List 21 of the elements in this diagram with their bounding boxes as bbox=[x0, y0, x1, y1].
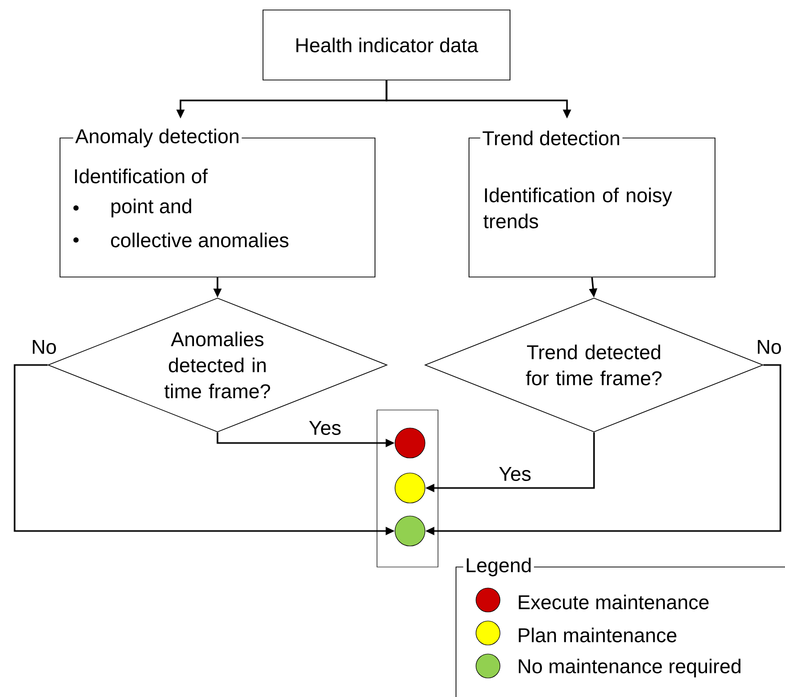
box-heading: Anomaly detection bbox=[73, 126, 242, 150]
legend-text: Execute maintenance bbox=[518, 594, 709, 610]
edge-label: Yes bbox=[308, 420, 342, 436]
signal-housing bbox=[376, 410, 438, 568]
box-text: Identification of noisy trends bbox=[484, 188, 672, 228]
edge-label: No bbox=[30, 339, 58, 355]
bullet-item: collective anomalies bbox=[73, 232, 288, 248]
decision-text: Trend detected for time frame? bbox=[526, 344, 662, 386]
edge-label: Yes bbox=[498, 466, 532, 482]
process-box: Health indicator data bbox=[262, 10, 510, 80]
decision-text: Anomalies detected in time frame? bbox=[164, 332, 270, 398]
legend-text: Plan maintenance bbox=[518, 628, 676, 642]
bullet-item: point and bbox=[73, 198, 192, 218]
signal-light bbox=[394, 428, 426, 458]
box-heading: Trend detection bbox=[480, 128, 622, 148]
edge-label: No bbox=[755, 339, 783, 355]
box-text: Identification of bbox=[75, 168, 208, 184]
signal-light bbox=[394, 472, 426, 504]
legend-title: Legend bbox=[463, 556, 534, 578]
legend-text: No maintenance required bbox=[518, 658, 740, 678]
signal-light bbox=[394, 516, 426, 546]
